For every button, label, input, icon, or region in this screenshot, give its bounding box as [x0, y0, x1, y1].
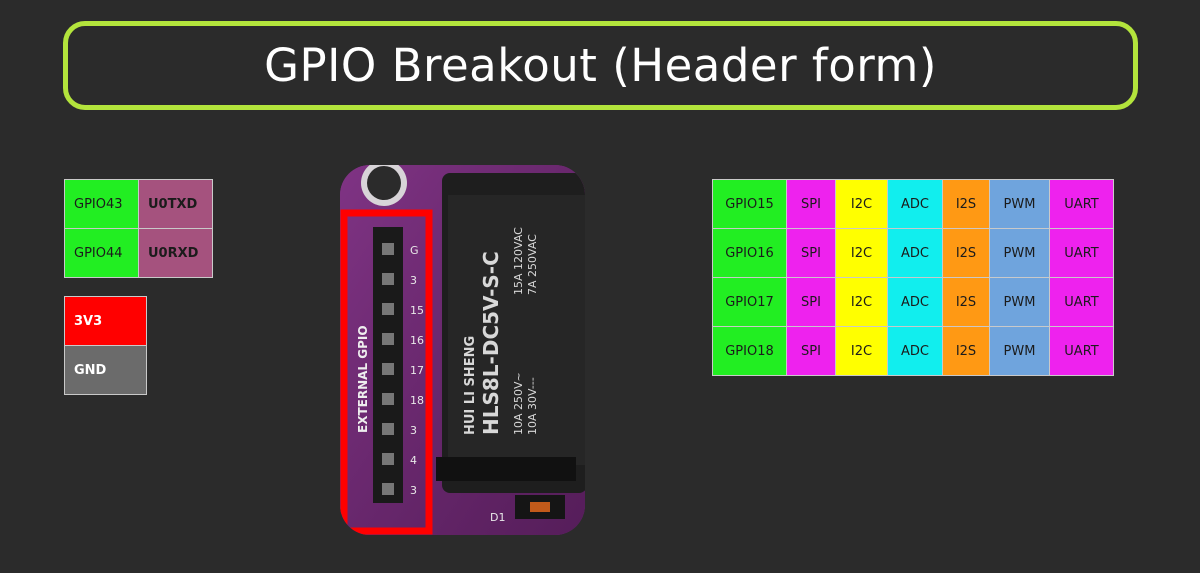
table-row: 3V3: [64, 296, 147, 346]
table-row: GPIO44 U0RXD: [64, 228, 213, 278]
gpio-cell: GPIO43: [64, 179, 139, 229]
adc-cell: ADC: [887, 277, 943, 327]
gpio-cell: GPIO44: [64, 228, 139, 278]
uart-func-cell: U0TXD: [138, 179, 213, 229]
header-pin: [382, 243, 394, 255]
header-pins: G 3 15 16 17 18 3 4 3: [373, 227, 424, 503]
header-pin: [382, 483, 394, 495]
gnd-cell: GND: [64, 345, 147, 395]
adc-cell: ADC: [887, 228, 943, 278]
i2s-cell: I2S: [942, 277, 990, 327]
uart-cell: UART: [1049, 277, 1114, 327]
title-box: GPIO Breakout (Header form): [63, 21, 1138, 110]
i2s-cell: I2S: [942, 326, 990, 376]
header-pin: [382, 303, 394, 315]
adc-cell: ADC: [887, 326, 943, 376]
gpio-cell: GPIO16: [712, 228, 787, 278]
relay-rating-right-2: 7A 250VAC: [526, 234, 539, 295]
pwm-cell: PWM: [989, 326, 1050, 376]
table-row: GPIO43 U0TXD: [64, 179, 213, 229]
uart-cell: UART: [1049, 228, 1114, 278]
relay-brand: HUI LI SHENG: [463, 336, 478, 435]
gpio-cell: GPIO15: [712, 179, 787, 229]
i2s-cell: I2S: [942, 179, 990, 229]
header-pin: [382, 423, 394, 435]
pin-label: 16: [410, 334, 424, 347]
relay-rating-right-1: 15A 120VAC: [512, 227, 525, 295]
i2c-cell: I2C: [835, 179, 888, 229]
header-pin: [382, 363, 394, 375]
diode-label: D1: [490, 511, 505, 524]
header-pin: [382, 333, 394, 345]
header-pin: [382, 453, 394, 465]
page-title: GPIO Breakout (Header form): [264, 39, 937, 92]
i2c-cell: I2C: [835, 277, 888, 327]
pin-label: G: [410, 244, 419, 257]
spi-cell: SPI: [786, 277, 836, 327]
i2c-cell: I2C: [835, 326, 888, 376]
pin-label: 4: [410, 454, 417, 467]
spi-cell: SPI: [786, 179, 836, 229]
i2s-cell: I2S: [942, 228, 990, 278]
adc-cell: ADC: [887, 179, 943, 229]
power-pin-table: 3V3 GND: [64, 296, 147, 395]
uart-cell: UART: [1049, 179, 1114, 229]
3v3-cell: 3V3: [64, 296, 147, 346]
board-photo: HUI LI SHENG HLS8L-DC5V-S-C 10A 250V~ 10…: [340, 165, 585, 535]
pin-label: 18: [410, 394, 424, 407]
relay-model: HLS8L-DC5V-S-C: [479, 251, 503, 435]
header-pin: [382, 393, 394, 405]
pwm-cell: PWM: [989, 228, 1050, 278]
gpio-cell: GPIO18: [712, 326, 787, 376]
uart-cell: UART: [1049, 326, 1114, 376]
relay-rating-left-2: 10A 30V---: [526, 377, 539, 435]
spi-cell: SPI: [786, 326, 836, 376]
header-highlight: [340, 209, 433, 535]
uart-func-cell: U0RXD: [138, 228, 213, 278]
uart-pin-table: GPIO43 U0TXD GPIO44 U0RXD: [64, 179, 213, 278]
header-pin: [382, 273, 394, 285]
pwm-cell: PWM: [989, 179, 1050, 229]
gpio-cell: GPIO17: [712, 277, 787, 327]
spi-cell: SPI: [786, 228, 836, 278]
pin-label: 15: [410, 304, 424, 317]
table-row: GND: [64, 345, 147, 395]
pwm-cell: PWM: [989, 277, 1050, 327]
pin-label: 17: [410, 364, 424, 377]
i2c-cell: I2C: [835, 228, 888, 278]
pin-label: 3: [410, 424, 417, 437]
pin-label: 3: [410, 484, 417, 497]
pin-label: 3: [410, 274, 417, 287]
silkscreen-label: EXTERNAL GPIO: [356, 325, 370, 433]
relay-rating-left-1: 10A 250V~: [512, 372, 525, 435]
